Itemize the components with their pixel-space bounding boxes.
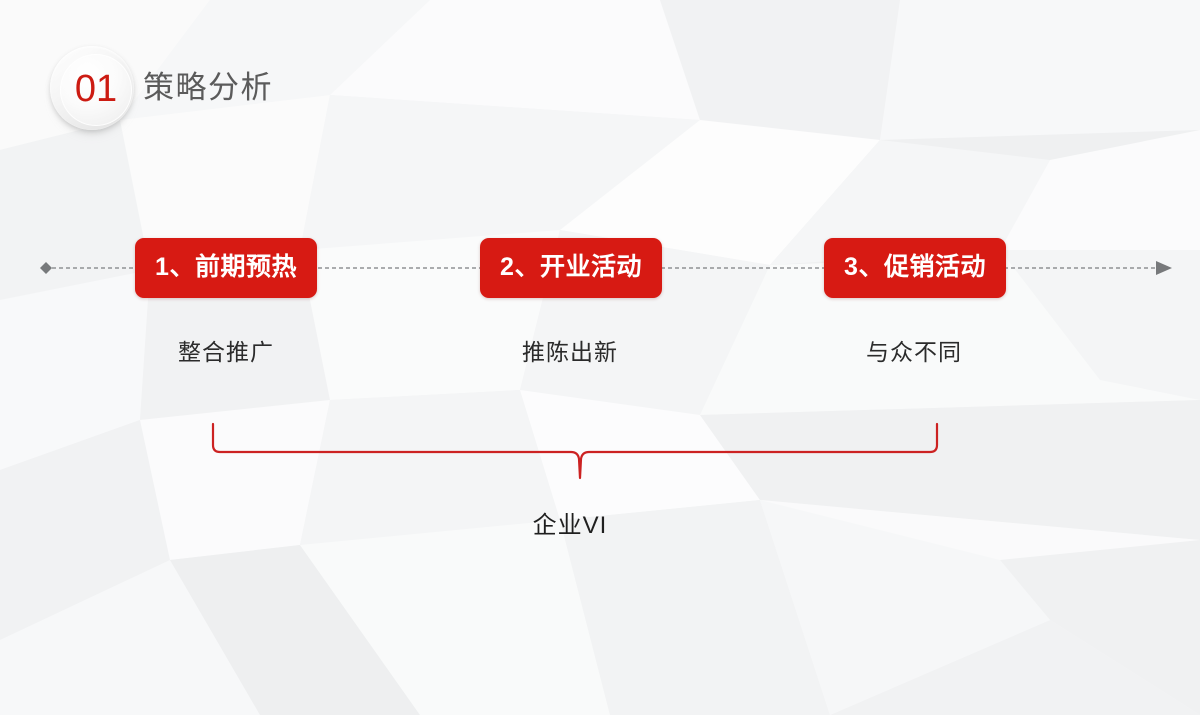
timeline-end-arrow [1156, 261, 1172, 275]
slide-header: 01 策略分析 [46, 44, 506, 140]
step-label-1: 1、前期预热 [155, 252, 297, 281]
step-box-2[interactable]: 2、开业活动 [480, 238, 662, 298]
step-caption-2: 推陈出新 [522, 339, 618, 365]
step-label-3: 3、促销活动 [844, 252, 986, 281]
timeline-start-marker [40, 262, 52, 274]
step-caption-1: 整合推广 [178, 339, 274, 365]
step-box-1[interactable]: 1、前期预热 [135, 238, 317, 298]
section-number-badge: 01 [50, 46, 134, 130]
step-caption-3: 与众不同 [866, 339, 962, 365]
badge-inner-disc: 01 [60, 54, 132, 126]
step-box-3[interactable]: 3、促销活动 [824, 238, 1006, 298]
curly-brace-down-icon [211, 422, 939, 480]
section-number: 01 [74, 68, 118, 110]
page-title: 策略分析 [143, 70, 273, 105]
summary-label: 企业VI [532, 512, 608, 539]
step-label-2: 2、开业活动 [500, 252, 642, 281]
